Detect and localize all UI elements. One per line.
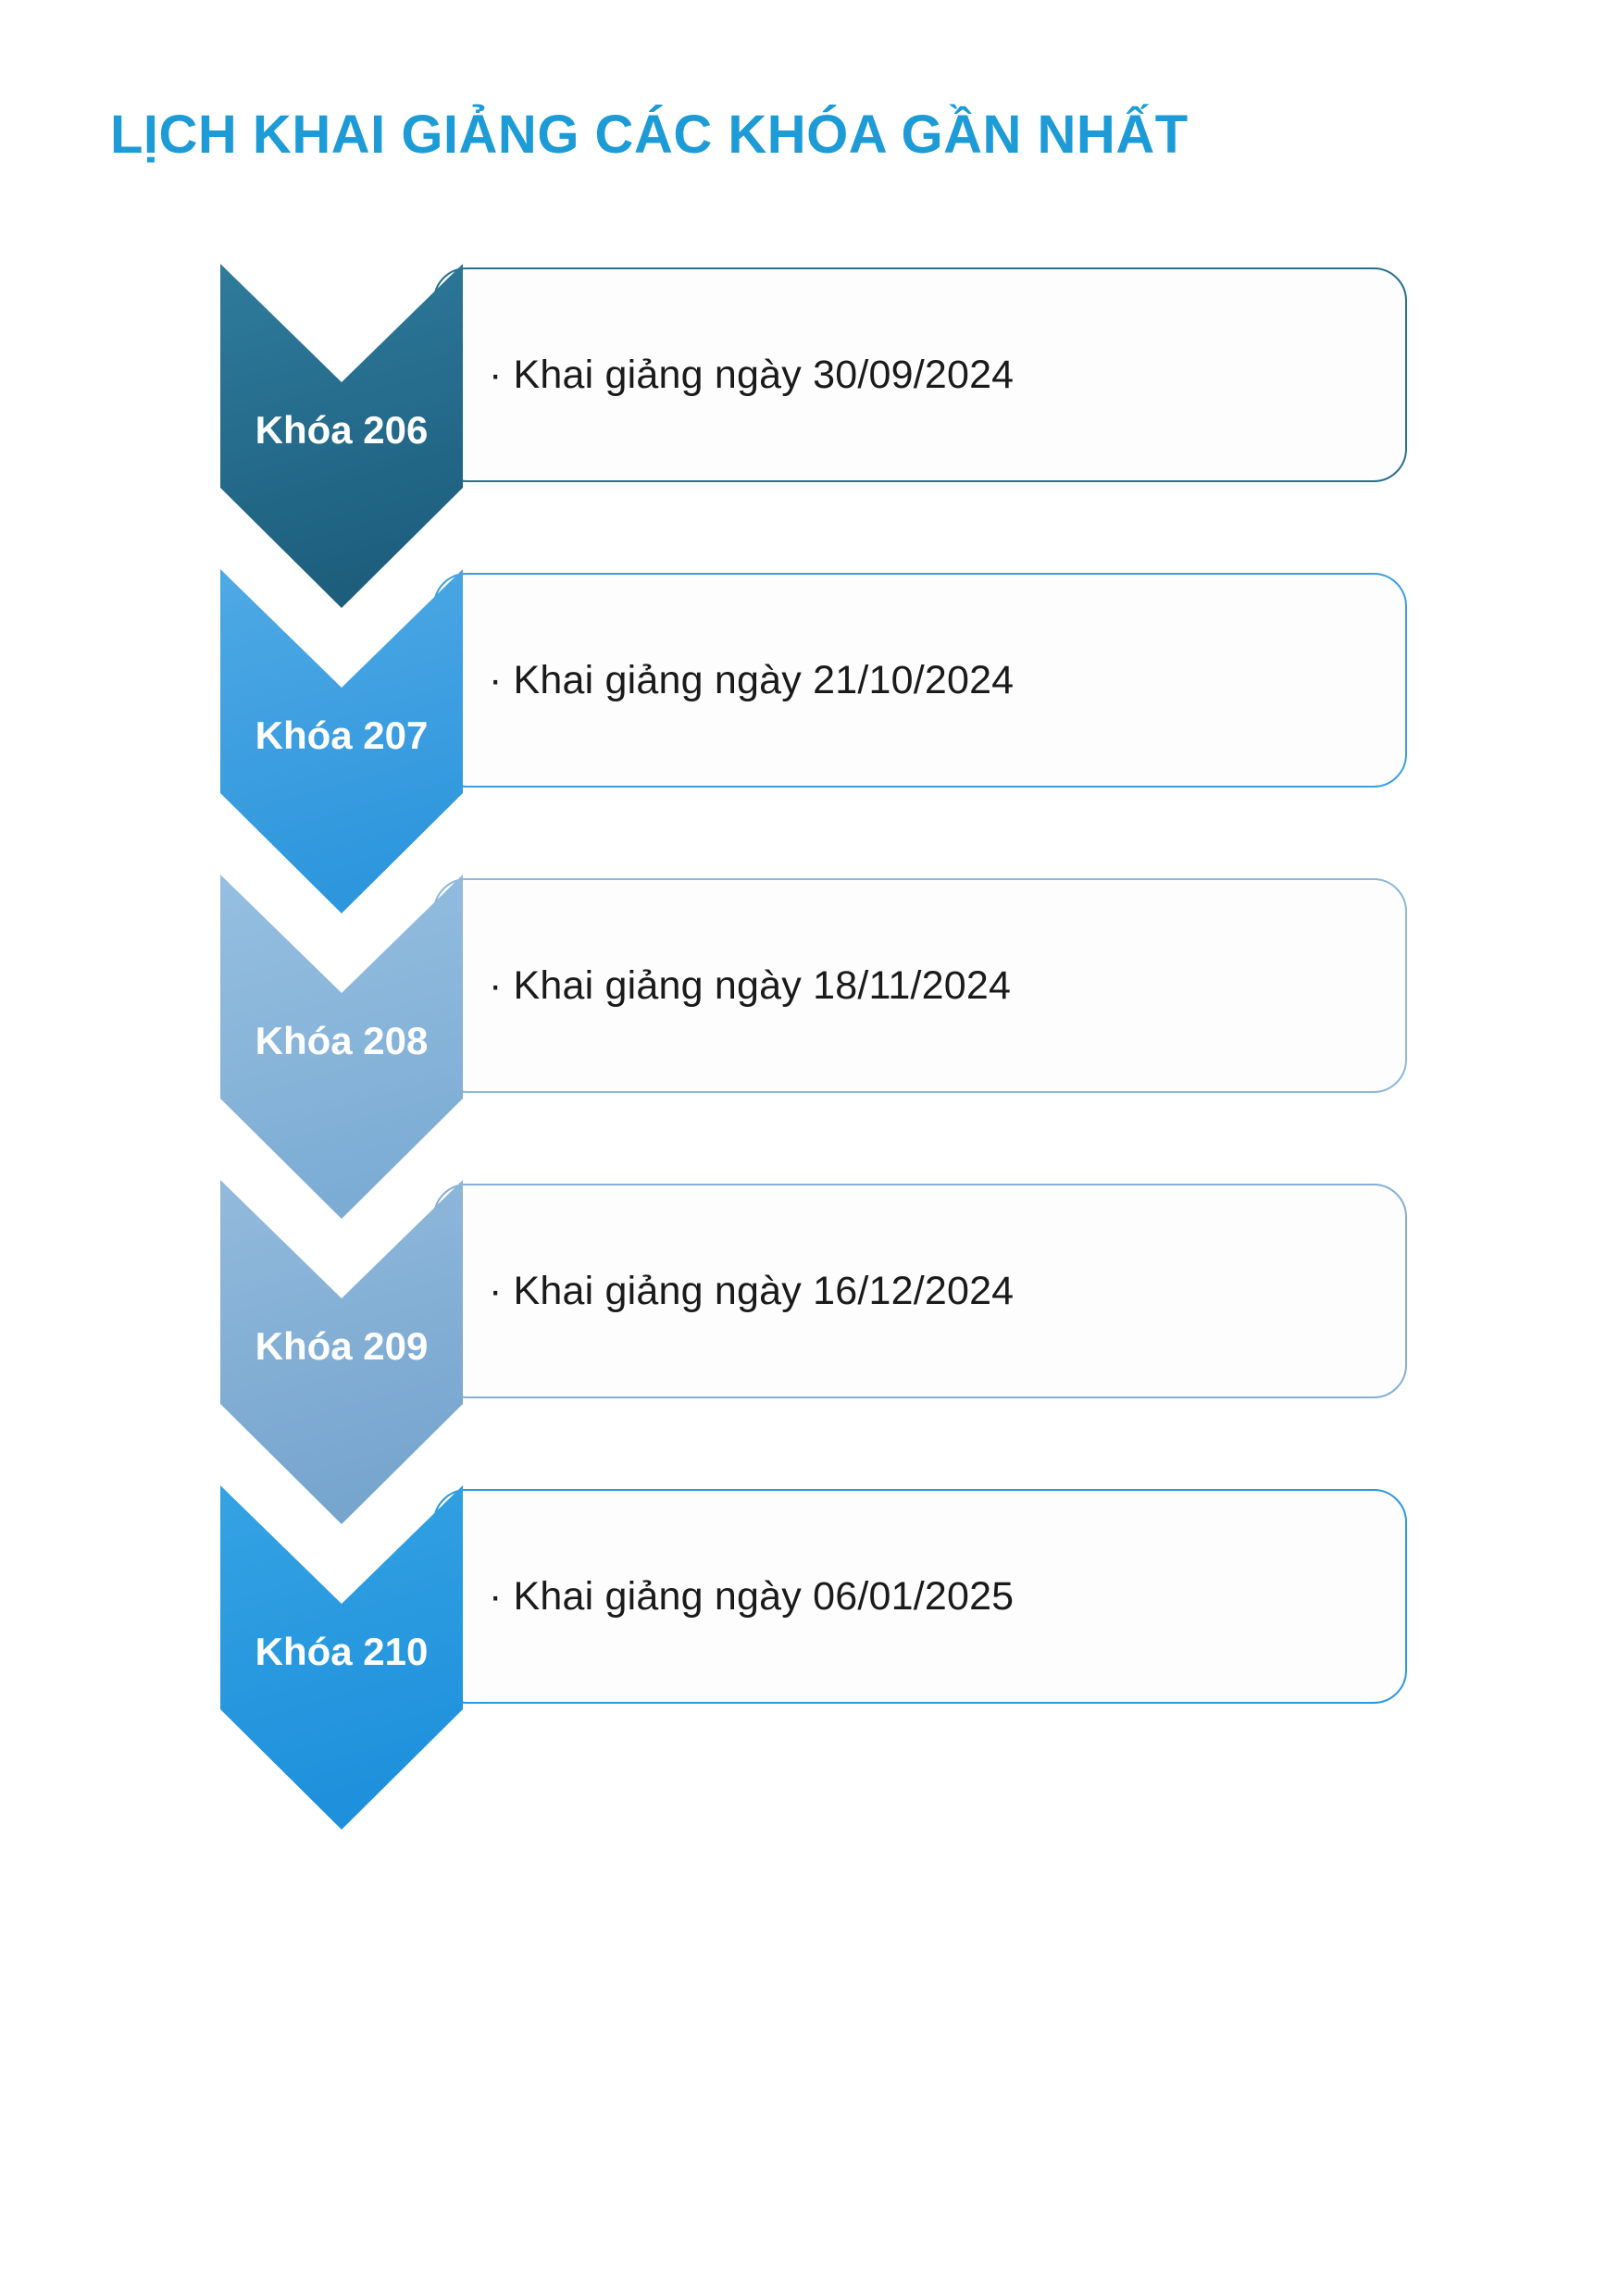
bullet: · xyxy=(489,962,503,1008)
bullet: · xyxy=(489,657,503,702)
date-box: · Khai giảng ngày 18/11/2024 xyxy=(433,878,1407,1093)
page-title: LỊCH KHAI GIẢNG CÁC KHÓA GẦN NHẤT xyxy=(110,105,1189,165)
date-box: · Khai giảng ngày 06/01/2025 xyxy=(433,1489,1407,1704)
chevron-arrow-icon xyxy=(220,569,463,913)
chevron-label: Khóa 210 xyxy=(255,1630,429,1673)
bullet: · xyxy=(489,1268,503,1313)
date-box-text: · Khai giảng ngày 21/10/2024 xyxy=(489,658,1014,703)
chevron-label: Khóa 207 xyxy=(255,714,429,757)
chevron-arrow-icon xyxy=(220,1180,463,1524)
chevron-label: Khóa 209 xyxy=(255,1324,429,1368)
date-box-text: · Khai giảng ngày 18/11/2024 xyxy=(489,963,1011,1009)
date-box: · Khai giảng ngày 21/10/2024 xyxy=(433,573,1407,788)
bullet: · xyxy=(489,352,503,397)
chevron-label: Khóa 206 xyxy=(255,408,429,452)
schedule-row: · Khai giảng ngày 06/01/2025 Khóa 210 xyxy=(0,1485,1619,1837)
date-box: · Khai giảng ngày 30/09/2024 xyxy=(433,267,1407,482)
schedule-row: · Khai giảng ngày 21/10/2024 Khóa 207 xyxy=(0,569,1619,921)
chevron-label: Khóa 208 xyxy=(255,1019,429,1062)
chevron-arrow-icon xyxy=(220,264,463,608)
date-box-text: · Khai giảng ngày 16/12/2024 xyxy=(489,1269,1014,1314)
date-text: Khai giảng ngày 18/11/2024 xyxy=(513,962,1012,1008)
bullet: · xyxy=(489,1573,503,1619)
chevron-arrow-icon xyxy=(220,1485,463,1830)
date-text: Khai giảng ngày 21/10/2024 xyxy=(513,657,1015,702)
date-box-text: · Khai giảng ngày 06/01/2025 xyxy=(489,1574,1014,1620)
date-text: Khai giảng ngày 16/12/2024 xyxy=(513,1268,1015,1313)
schedule-row: · Khai giảng ngày 30/09/2024 Khóa 206 xyxy=(0,264,1619,615)
date-text: Khai giảng ngày 06/01/2025 xyxy=(513,1573,1015,1619)
date-box: · Khai giảng ngày 16/12/2024 xyxy=(433,1184,1407,1398)
date-box-text: · Khai giảng ngày 30/09/2024 xyxy=(489,353,1014,398)
schedule-row: · Khai giảng ngày 18/11/2024 Khóa 208 xyxy=(0,875,1619,1226)
date-text: Khai giảng ngày 30/09/2024 xyxy=(513,352,1015,397)
chevron-arrow-icon xyxy=(220,875,463,1219)
schedule-row: · Khai giảng ngày 16/12/2024 Khóa 209 xyxy=(0,1180,1619,1532)
